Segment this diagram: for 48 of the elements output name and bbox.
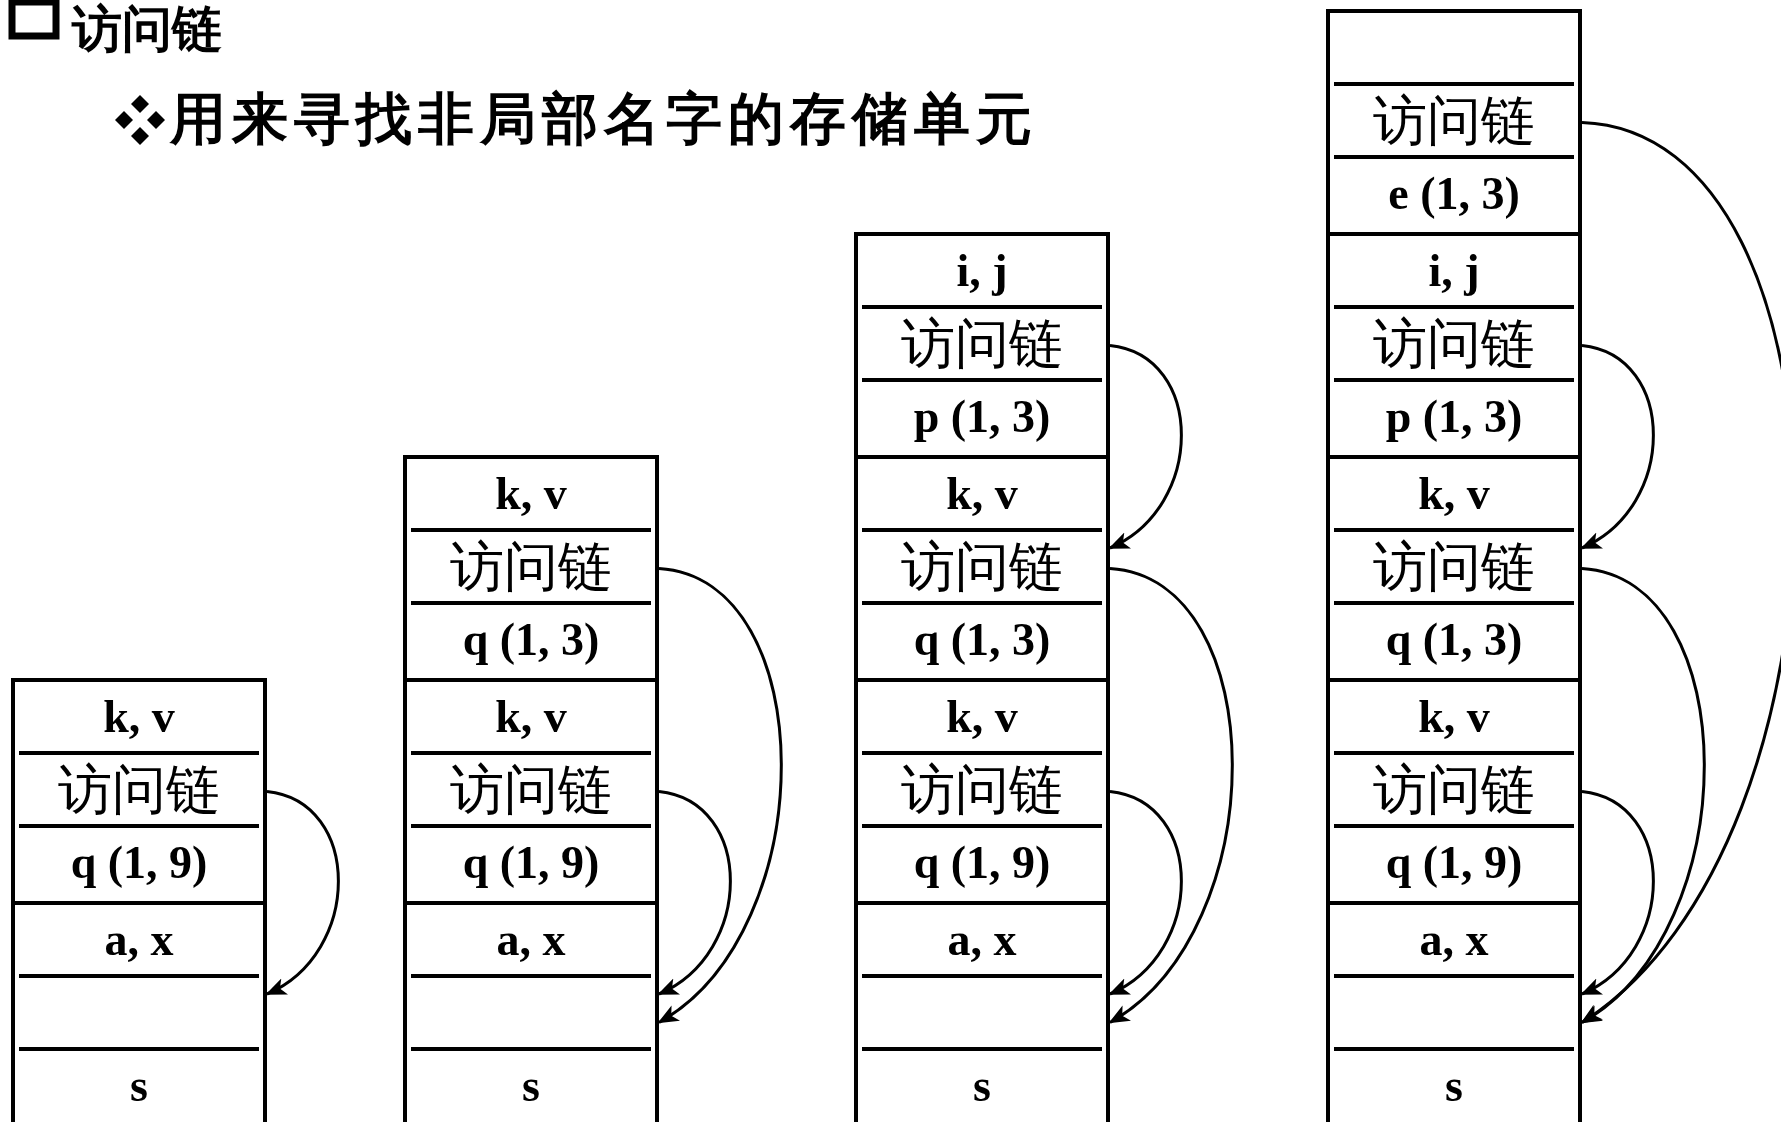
field-text: q (1, 9) bbox=[70, 839, 208, 886]
field-text: a, x bbox=[1419, 916, 1489, 963]
arrow bbox=[1108, 790, 1183, 996]
arrow bbox=[1108, 567, 1234, 1024]
field-text: 访问链 bbox=[901, 762, 1063, 817]
field-text: q (1, 3) bbox=[1385, 616, 1523, 663]
field-text: 访问链 bbox=[450, 539, 612, 594]
field-text: q (1, 9) bbox=[913, 839, 1051, 886]
field-text: e (1, 3) bbox=[1388, 170, 1520, 217]
arrow bbox=[1108, 344, 1183, 550]
field-text: 访问链 bbox=[1373, 762, 1535, 817]
field-text: k, v bbox=[103, 693, 175, 740]
field-text: p (1, 3) bbox=[1385, 393, 1523, 440]
field-text: i, j bbox=[1428, 247, 1480, 294]
field-text: a, x bbox=[496, 916, 566, 963]
field-text: a, x bbox=[104, 916, 174, 963]
arrow bbox=[657, 790, 732, 996]
field-text: p (1, 3) bbox=[913, 393, 1051, 440]
arrow bbox=[265, 790, 340, 996]
field-text: k, v bbox=[1418, 470, 1490, 517]
arrow bbox=[1580, 790, 1655, 996]
arrow bbox=[657, 567, 783, 1024]
field-text: k, v bbox=[495, 470, 567, 517]
field-text: 访问链 bbox=[58, 762, 220, 817]
field-text: 访问链 bbox=[450, 762, 612, 817]
field-text: k, v bbox=[1418, 693, 1490, 740]
field-text: k, v bbox=[946, 693, 1018, 740]
field-text: q (1, 3) bbox=[913, 616, 1051, 663]
field-text: q (1, 9) bbox=[462, 839, 600, 886]
field-text: s bbox=[130, 1062, 148, 1109]
field-text: 访问链 bbox=[1373, 93, 1535, 148]
field-text: 访问链 bbox=[901, 316, 1063, 371]
field-text: 访问链 bbox=[1373, 316, 1535, 371]
field-text: i, j bbox=[956, 247, 1008, 294]
field-text: q (1, 9) bbox=[1385, 839, 1523, 886]
arrow bbox=[1580, 344, 1655, 550]
field-text: 访问链 bbox=[901, 539, 1063, 594]
field-text: s bbox=[522, 1062, 540, 1109]
field-text: q (1, 3) bbox=[462, 616, 600, 663]
arrow bbox=[1580, 567, 1706, 1024]
field-text: a, x bbox=[947, 916, 1017, 963]
field-text: s bbox=[973, 1062, 991, 1109]
subtitle: 用来寻找非局部名字的存储单元 bbox=[170, 88, 1038, 150]
field-text: s bbox=[1445, 1062, 1463, 1109]
title: 访问链 bbox=[72, 2, 222, 57]
field-text: k, v bbox=[946, 470, 1018, 517]
field-text: 访问链 bbox=[1373, 539, 1535, 594]
field-text: k, v bbox=[495, 693, 567, 740]
